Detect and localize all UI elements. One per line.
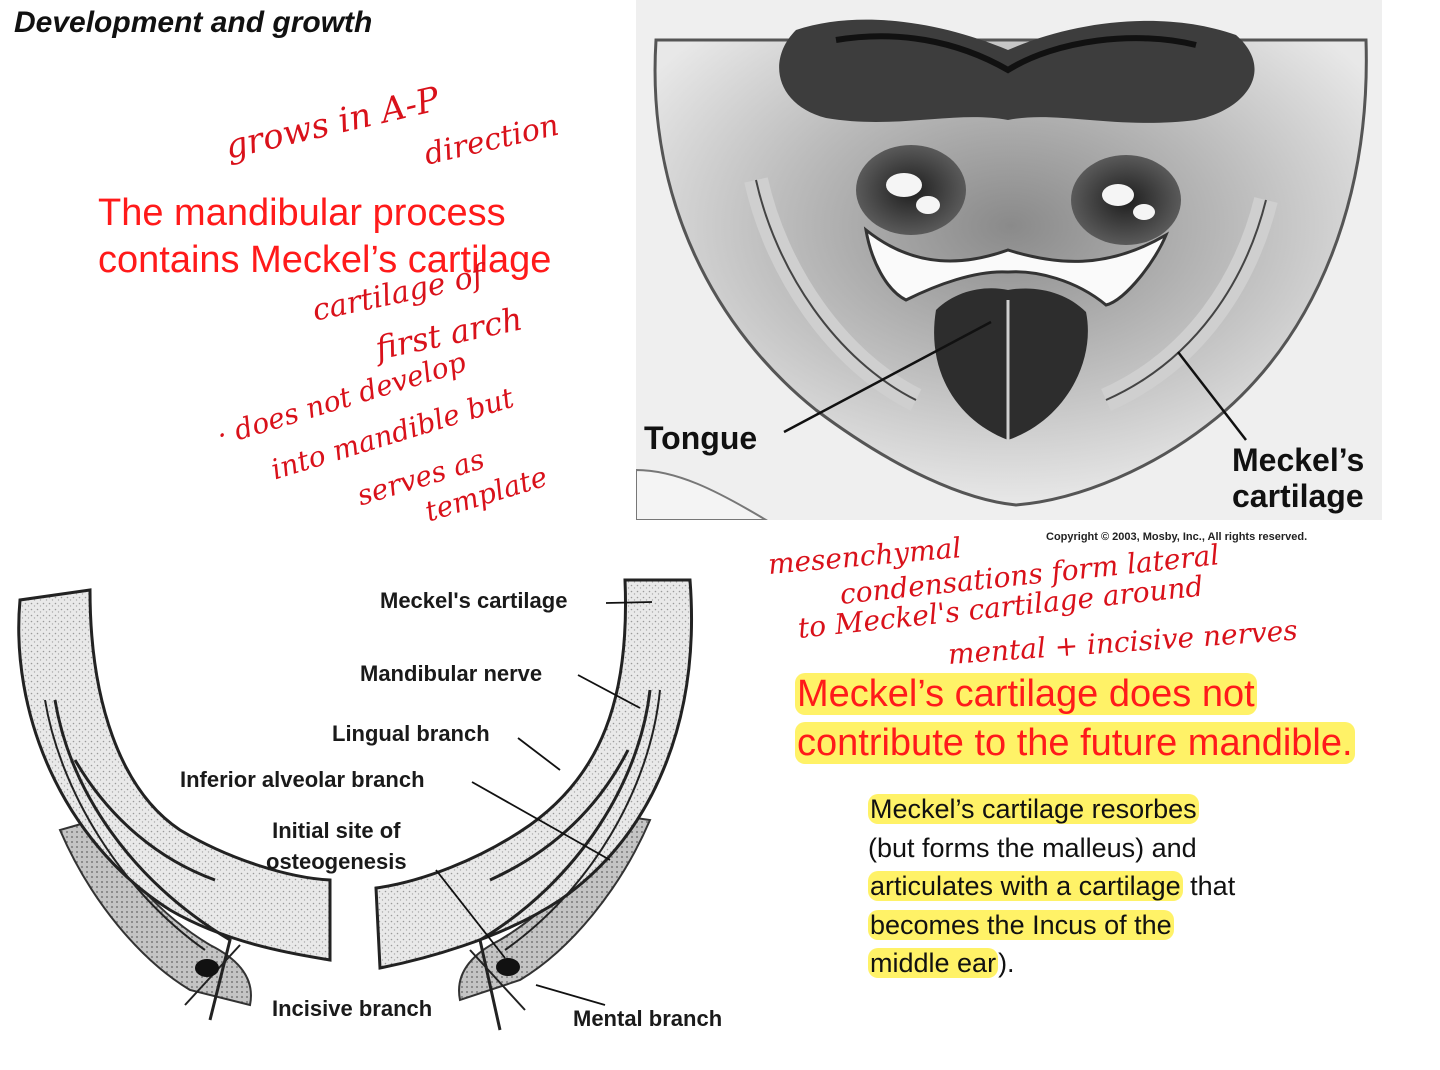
main-statement: The mandibular process contains Meckel’s…	[98, 190, 551, 284]
mandible-drawing	[17, 578, 693, 1031]
body-line-4: becomes the Incus of the	[868, 909, 1174, 940]
body-line-2: (but forms the malleus) and	[868, 832, 1197, 863]
label-inferior-alveolar-branch: Inferior alveolar branch	[180, 767, 425, 792]
label-mandibular-nerve: Mandibular nerve	[360, 661, 543, 686]
handwritten-note-grows: grows in A-P	[221, 79, 444, 168]
meckels-red-note: Meckel’s cartilage does not contribute t…	[795, 670, 1355, 768]
red-note-line-1: Meckel’s cartilage does not	[795, 673, 1257, 715]
label-meckels-cartilage: Meckel's cartilage	[380, 588, 568, 613]
label-initial-site: Initial site of osteogenesis	[266, 818, 407, 874]
main-statement-line-2: contains Meckel’s cartilage	[98, 239, 552, 281]
photo-label-meckels-cartilage: Meckel’s cartilage	[1232, 442, 1365, 514]
mandible-diagram: Meckel's cartilage Mandibular nerve Ling…	[0, 560, 760, 1065]
label-mental-branch: Mental branch	[573, 1006, 723, 1031]
slide-title: Development and growth	[14, 6, 373, 39]
copyright-notice: Copyright © 2003, Mosby, Inc., All right…	[1046, 531, 1308, 543]
main-statement-line-1: The mandibular process	[98, 192, 506, 234]
body-paragraph: Meckel’s cartilage resorbes (but forms t…	[868, 790, 1235, 983]
photo-label-tongue: Tongue	[644, 420, 758, 456]
histology-photo: Tongue Meckel’s cartilage	[636, 0, 1382, 520]
red-note-line-2: contribute to the future mandible.	[795, 722, 1355, 764]
body-line-5: middle ear).	[868, 948, 1015, 978]
body-line-3: articulates with a cartilage that	[868, 871, 1236, 901]
body-line-1: Meckel’s cartilage resorbes	[868, 794, 1199, 824]
label-incisive-branch: Incisive branch	[272, 996, 433, 1021]
histology-section-image	[636, 0, 1382, 520]
label-lingual-branch: Lingual branch	[332, 721, 490, 746]
